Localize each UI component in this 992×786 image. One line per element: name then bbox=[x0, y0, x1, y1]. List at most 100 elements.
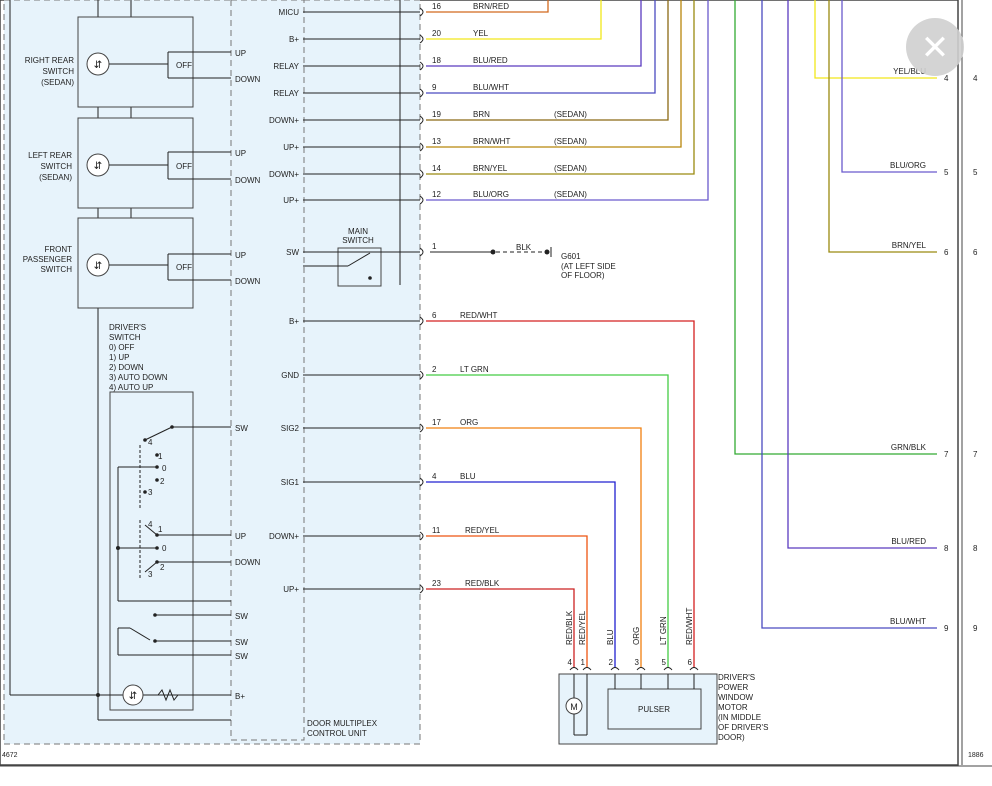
wire-run bbox=[761, 0, 937, 629]
motor-name-line: OF DRIVER'S bbox=[718, 723, 768, 732]
drivers-switch-line: 1) UP bbox=[109, 353, 129, 362]
connector-mark bbox=[419, 423, 424, 433]
unit-pin-label: RELAY bbox=[273, 89, 299, 98]
connector-pin-number: 8 bbox=[944, 544, 949, 553]
wire-color-label: RED/WHT bbox=[460, 311, 497, 320]
wire-color-label: YEL bbox=[473, 29, 489, 38]
connector-pin-number: 6 bbox=[432, 311, 437, 320]
drivers-switch-line: 3) AUTO DOWN bbox=[109, 373, 168, 382]
motor-wire-label: RED/BLK bbox=[565, 610, 574, 645]
connector-mark bbox=[419, 142, 424, 152]
switch-position-1b: 1 bbox=[158, 525, 163, 534]
motor-name-line: MOTOR bbox=[718, 703, 748, 712]
figure-code-left: 4672 bbox=[2, 752, 18, 759]
left-rear-switch: ⇵ UP DOWN OFF LEFT REAR SWITCH (SEDAN) bbox=[28, 117, 261, 209]
unit-pin-label: DOWN+ bbox=[269, 170, 299, 179]
ground-note-line: OF FLOOR) bbox=[561, 271, 605, 280]
wire-color-label: BRN/RED bbox=[473, 2, 509, 11]
connector-mark bbox=[419, 531, 424, 541]
connector-pin-number: 14 bbox=[432, 164, 441, 173]
pulser-label: PULSER bbox=[638, 705, 670, 714]
wire-run bbox=[426, 0, 669, 121]
connector-pin-number: 5 bbox=[944, 168, 949, 177]
switch-position-2: 2 bbox=[160, 477, 165, 486]
wire-color-label: RED/YEL bbox=[465, 526, 500, 535]
unit-pin-label: SW bbox=[286, 248, 299, 257]
connector-mark bbox=[636, 667, 646, 671]
motor-pin-number: 2 bbox=[609, 658, 614, 667]
connector-mark bbox=[419, 584, 424, 594]
connector-mark bbox=[419, 247, 424, 257]
connector-mark bbox=[419, 61, 424, 71]
unit-pin-label: UP+ bbox=[283, 196, 299, 205]
drivers-power-window-motor: PULSER M DRIVER'S POWER WINDOW MOTOR (IN… bbox=[558, 673, 768, 745]
wire-layer bbox=[426, 0, 709, 668]
wire-run bbox=[828, 0, 937, 253]
switch-name-line: RIGHT REAR bbox=[25, 56, 74, 65]
wire-color-label: YEL/BLU bbox=[893, 67, 926, 76]
connector-pin-number: 9 bbox=[432, 83, 437, 92]
motor-pin-number: 5 bbox=[662, 658, 667, 667]
wire-run bbox=[426, 0, 642, 67]
wire-color-label: BRN/WHT bbox=[473, 137, 510, 146]
up-label: UP bbox=[235, 149, 246, 158]
wire-note: (SEDAN) bbox=[554, 190, 587, 199]
unit-pin-label: DOWN+ bbox=[269, 532, 299, 541]
wire-color-label: BLU bbox=[460, 472, 476, 481]
up-label: UP bbox=[235, 49, 246, 58]
switch-position-1: 1 bbox=[158, 452, 163, 461]
unit-pin-label: DOWN+ bbox=[269, 116, 299, 125]
wire-color-label: LT GRN bbox=[460, 365, 489, 374]
wire-color-label: BRN bbox=[473, 110, 490, 119]
switch-position-4b: 4 bbox=[148, 520, 153, 529]
down-label: DOWN bbox=[235, 558, 261, 567]
connector-mark bbox=[419, 34, 424, 44]
connector-pin-number: 2 bbox=[432, 365, 437, 374]
off-label: OFF bbox=[176, 263, 192, 272]
motor-name-line: WINDOW bbox=[718, 693, 754, 702]
window-switch-icon: ⇵ bbox=[94, 161, 102, 172]
connector-pin-number: 4 bbox=[973, 74, 978, 83]
connector-pin-number: 19 bbox=[432, 110, 441, 119]
connector-pin-number: 1 bbox=[432, 242, 437, 251]
close-button-circle[interactable] bbox=[906, 18, 964, 76]
wire-note: (SEDAN) bbox=[554, 164, 587, 173]
drivers-switch-line: 2) DOWN bbox=[109, 363, 144, 372]
connector-pin-number: 17 bbox=[432, 418, 441, 427]
connector-mark bbox=[419, 477, 424, 487]
wire-run bbox=[426, 374, 669, 668]
down-label: DOWN bbox=[235, 75, 261, 84]
unit-name-line: DOOR MULTIPLEX bbox=[307, 719, 378, 728]
ground-note-line: (AT LEFT SIDE bbox=[561, 262, 616, 271]
wire-run bbox=[426, 0, 602, 40]
motor-symbol: M bbox=[570, 702, 578, 712]
close-icon[interactable]: ✕ bbox=[921, 29, 950, 67]
connector-mark bbox=[582, 667, 592, 671]
close-button[interactable]: ✕ bbox=[906, 18, 964, 76]
window-switch-icon: ⇵ bbox=[94, 60, 102, 71]
connector-pin-number: 6 bbox=[973, 248, 978, 257]
switch-name-line: LEFT REAR bbox=[28, 151, 72, 160]
wire-run bbox=[426, 481, 616, 668]
motor-pin-number: 1 bbox=[581, 658, 586, 667]
main-switch: MAIN SWITCH bbox=[303, 227, 420, 287]
connector-mark bbox=[569, 667, 579, 671]
wire-run bbox=[814, 0, 937, 79]
wire-color-label: BLU/RED bbox=[891, 537, 926, 546]
drivers-switch: DRIVER'S SWITCH 0) OFF 1) UP 2) DOWN 3) … bbox=[10, 323, 261, 721]
motor-name-line: DOOR) bbox=[718, 733, 745, 742]
wire-run bbox=[426, 427, 642, 668]
connector-mark bbox=[419, 169, 424, 179]
connector-mark bbox=[663, 667, 673, 671]
door-multiplex-unit-panel bbox=[3, 0, 421, 745]
switch-position-3b: 3 bbox=[148, 570, 153, 579]
switch-name-line: (SEDAN) bbox=[41, 78, 74, 87]
ground-wire-label: BLK bbox=[516, 243, 532, 252]
unit-pin-label: MICU bbox=[279, 8, 300, 17]
drivers-switch-line: 0) OFF bbox=[109, 343, 134, 352]
wire-note: (SEDAN) bbox=[554, 137, 587, 146]
wire-run bbox=[841, 0, 937, 173]
switch-name-line: (SEDAN) bbox=[39, 173, 72, 182]
